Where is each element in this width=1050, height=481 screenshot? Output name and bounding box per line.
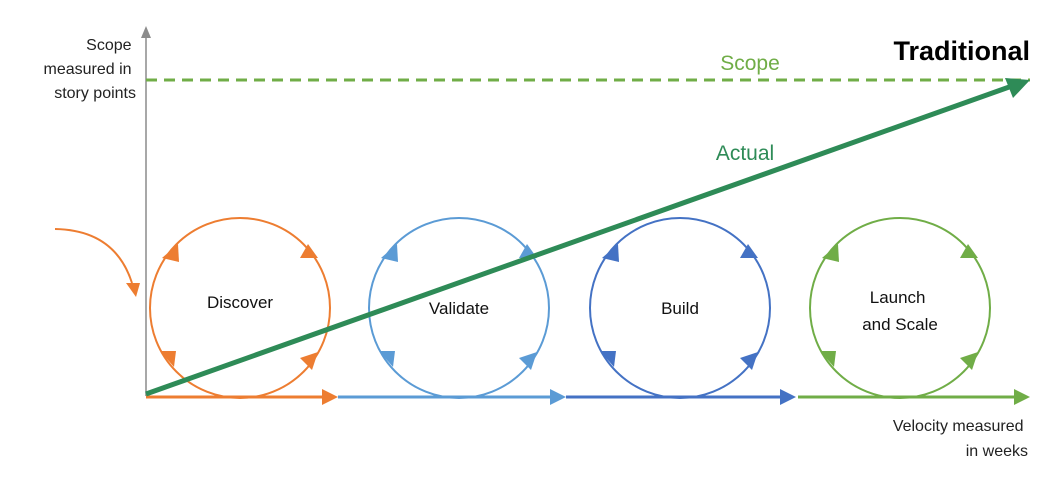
launch-arrowhead-bottom-left: [820, 351, 836, 367]
launch-arrowhead-top-right: [960, 244, 978, 258]
scope-line-label: Scope: [720, 52, 780, 75]
y-axis-label-line-1: Scope: [86, 37, 131, 54]
x-axis-label: Velocity measured in weeks: [893, 418, 1028, 460]
launch-arrowhead-top-left: [822, 244, 839, 262]
x-axis-label-line-2: in weeks: [966, 443, 1028, 460]
x-axis-label-line-1: Velocity measured: [893, 418, 1024, 435]
build-arrowhead-bottom-right: [740, 352, 758, 370]
discover-arrowhead-top-left: [162, 244, 179, 262]
discover-arrowhead-bottom-left: [160, 351, 176, 367]
stage-launch: Launch and Scale: [809, 217, 991, 399]
validate-arrowhead-top-left: [381, 244, 398, 262]
discover-arrowhead-bottom-right: [300, 352, 318, 370]
build-arrowhead-top-right: [740, 244, 758, 258]
build-arrowhead-bottom-left: [600, 351, 616, 367]
launch-arrowhead-bottom-right: [960, 352, 978, 370]
x-axis-arrowhead-build: [780, 389, 796, 405]
stage-build: Build: [589, 217, 771, 399]
validate-arrowhead-bottom-right: [519, 352, 537, 370]
diagram-title: Traditional: [893, 36, 1030, 66]
x-axis: [146, 389, 1030, 405]
stage-discover: Discover: [149, 217, 331, 399]
y-axis-arrowhead: [141, 26, 151, 38]
stage-validate: Validate: [368, 217, 550, 399]
validate-arrowhead-bottom-left: [379, 351, 395, 367]
x-axis-arrowhead-validate: [550, 389, 566, 405]
validate-label: Validate: [429, 299, 489, 318]
x-axis-arrowhead-discover: [322, 389, 338, 405]
y-axis-label-line-3: story points: [54, 85, 136, 102]
y-axis-label: Scope measured in story points: [44, 37, 137, 102]
x-axis-arrowhead-launch: [1014, 389, 1030, 405]
launch-label: Launch and Scale: [862, 288, 938, 334]
launch-label-line-2: and Scale: [862, 315, 938, 334]
launch-label-line-1: Launch: [870, 288, 926, 307]
y-axis-label-line-2: measured in: [44, 61, 132, 78]
actual-line-arrowhead: [1005, 78, 1030, 98]
discover-label: Discover: [207, 293, 273, 312]
actual-line-label: Actual: [716, 142, 774, 165]
actual-line: [145, 83, 1013, 397]
build-label: Build: [661, 299, 699, 318]
discover-arrowhead-top-right: [300, 244, 318, 258]
entry-arrowhead: [126, 283, 140, 297]
build-arrowhead-top-left: [602, 244, 619, 262]
entry-arrow: [54, 228, 133, 284]
